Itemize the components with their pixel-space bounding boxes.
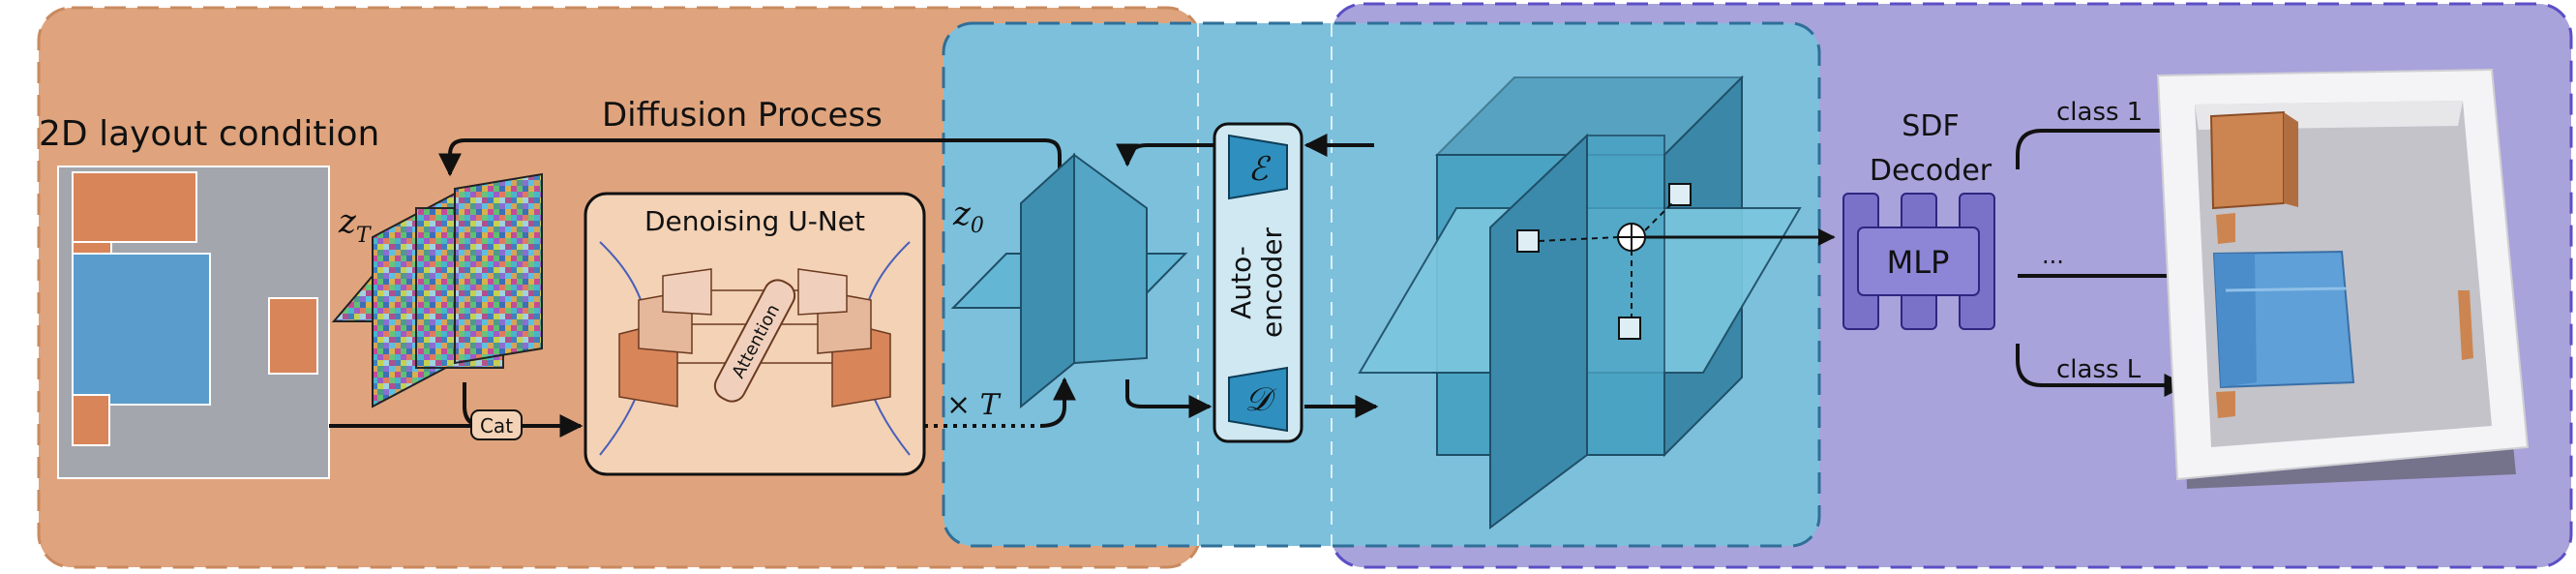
layout-condition-title: 2D layout condition bbox=[39, 114, 379, 154]
layout-condition-map bbox=[57, 166, 330, 479]
z-t-label: zT bbox=[338, 202, 373, 248]
triplane-volume bbox=[1358, 75, 1802, 529]
unet-to-z0-arrow bbox=[1039, 377, 1076, 428]
cat-label: Cat bbox=[480, 414, 513, 438]
diffusion-process-arrow bbox=[438, 138, 1062, 177]
class-l-arrow bbox=[2016, 344, 2188, 397]
class-1-label: class 1 bbox=[2056, 98, 2142, 127]
cat-box bbox=[470, 409, 523, 440]
z-0-label: z0 bbox=[952, 195, 984, 238]
autoencoder-label: Auto- encoder bbox=[1225, 227, 1288, 338]
query-point-samples bbox=[1516, 183, 1692, 340]
clean-triplane-z0 bbox=[950, 152, 1188, 409]
svg-text:encoder: encoder bbox=[1256, 227, 1288, 338]
class-ellipsis: ... bbox=[2042, 242, 2064, 269]
unet-encoder-blocks bbox=[618, 268, 712, 408]
autoencoder-box bbox=[1213, 122, 1303, 443]
sdf-decoder-title: SDF bbox=[1902, 109, 1959, 143]
unet-title: Denoising U-Net bbox=[644, 205, 865, 237]
times-t-label: × T bbox=[946, 388, 1002, 422]
mlp-box bbox=[1857, 227, 1980, 296]
encoder-block bbox=[1228, 134, 1288, 200]
z0-to-decoder-arrow bbox=[1125, 379, 1213, 418]
class-1-arrow bbox=[2016, 119, 2195, 169]
encoder-symbol: ℰ bbox=[1248, 150, 1272, 189]
diffusion-process-label: Diffusion Process bbox=[602, 96, 883, 135]
sdf-decoder-subtitle: Decoder bbox=[1870, 154, 1992, 188]
encoder-to-z0-arrow bbox=[1116, 143, 1214, 167]
svg-text:Auto-: Auto- bbox=[1225, 246, 1257, 319]
mlp-label: MLP bbox=[1887, 244, 1950, 281]
noisy-triplane-zT bbox=[331, 172, 543, 408]
class-l-label: class L bbox=[2056, 355, 2142, 384]
decoder-block bbox=[1228, 366, 1288, 433]
generated-room-render bbox=[2156, 68, 2530, 489]
unet-decoder-blocks bbox=[797, 268, 891, 408]
